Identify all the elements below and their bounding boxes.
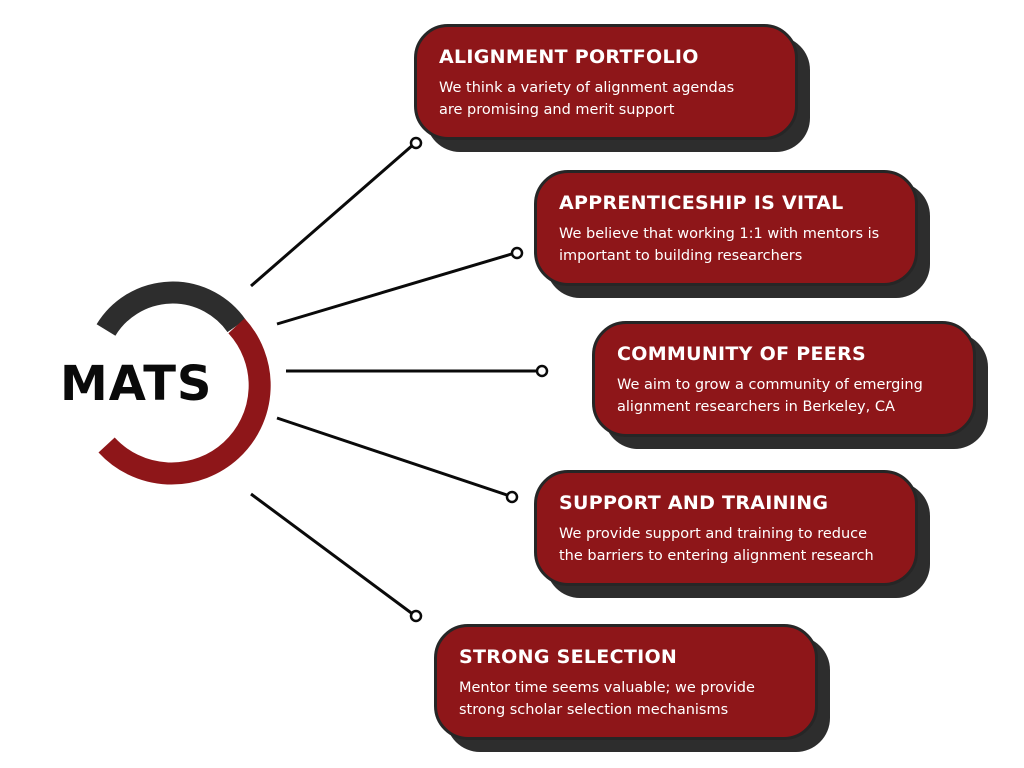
card-description: We provide support and training to reduc… — [559, 526, 874, 564]
connector-line — [250, 492, 415, 617]
connector-dot — [510, 246, 524, 260]
card-description: We think a variety of alignment agendas … — [439, 80, 735, 118]
card-title: ALIGNMENT PORTFOLIO — [439, 46, 699, 68]
connector-dot — [505, 490, 519, 504]
connector-line — [250, 142, 415, 288]
card-title: COMMUNITY OF PEERS — [617, 343, 866, 365]
connector-dot — [535, 364, 549, 378]
card-title: APPRENTICESHIP IS VITAL — [559, 192, 844, 214]
card-strong-selection: STRONG SELECTION Mentor time seems valua… — [434, 624, 818, 740]
card-apprenticeship-is-vital: APPRENTICESHIP IS VITAL We believe that … — [534, 170, 918, 286]
card-title: STRONG SELECTION — [459, 646, 678, 668]
ring-dark-segment — [96, 281, 246, 337]
ring-red-segment — [98, 318, 271, 485]
card-description: Mentor time seems valuable; we provide s… — [459, 680, 755, 718]
connector-dot — [409, 609, 423, 623]
logo-ring — [96, 281, 271, 485]
card-support-and-training: SUPPORT AND TRAINING We provide support … — [534, 470, 918, 586]
connector-line — [276, 416, 511, 498]
card-description: We believe that working 1:1 with mentors… — [559, 226, 880, 264]
connector-line — [276, 251, 516, 326]
card-alignment-portfolio: ALIGNMENT PORTFOLIO We think a variety o… — [414, 24, 798, 140]
connectors — [250, 136, 549, 623]
connector-dot — [409, 136, 423, 150]
logo-text: MATS — [60, 356, 213, 412]
card-description: We aim to grow a community of emerging a… — [617, 377, 923, 415]
card-community-of-peers: COMMUNITY OF PEERS We aim to grow a comm… — [592, 321, 976, 437]
card-title: SUPPORT AND TRAINING — [559, 492, 829, 514]
